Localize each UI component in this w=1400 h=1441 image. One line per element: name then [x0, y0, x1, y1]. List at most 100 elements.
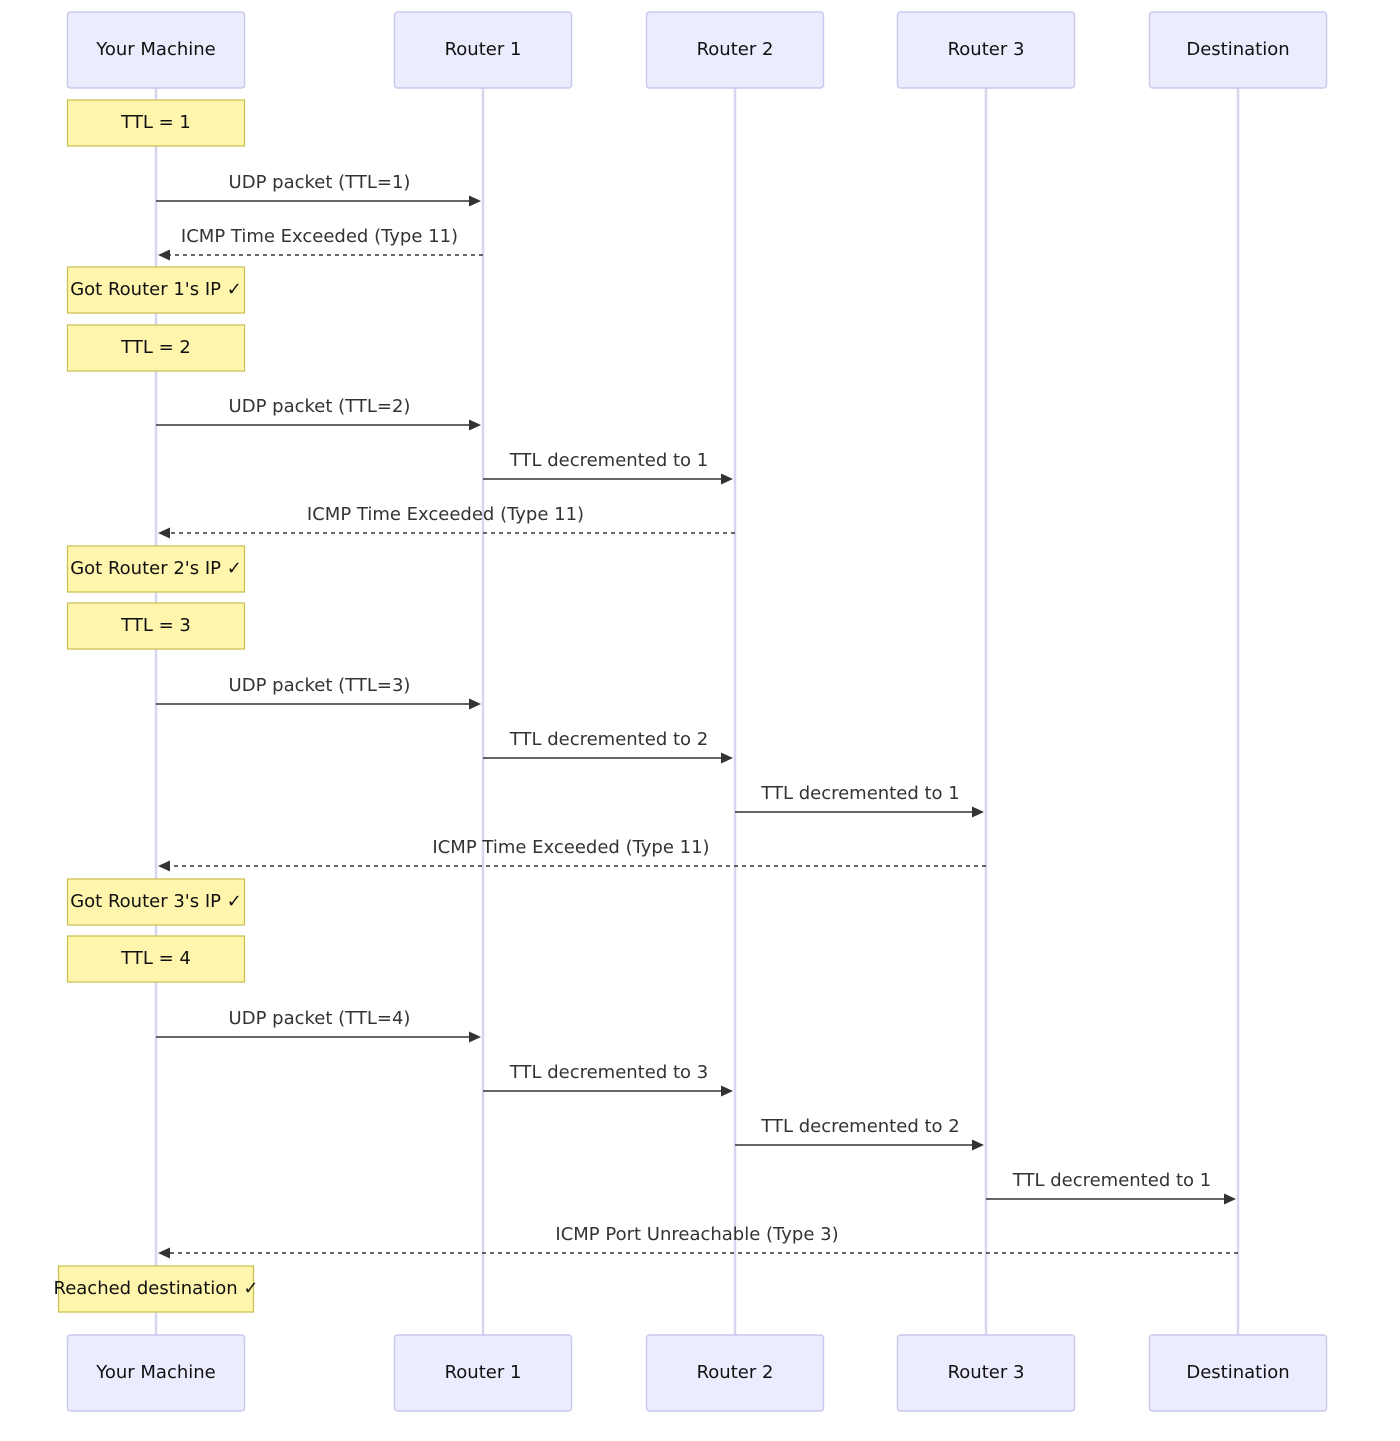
- actor-box: [66, 11, 246, 89]
- request-message: UDP packet (TTL=1): [156, 172, 481, 207]
- request-message: TTL decremented to 2: [735, 1116, 984, 1151]
- note: TTL = 1: [66, 99, 246, 147]
- actor-box: [896, 11, 1076, 89]
- actor-box: [393, 1334, 573, 1412]
- actor-r1-top: Router 1: [393, 11, 573, 89]
- actor-label: Destination: [1186, 39, 1289, 60]
- actor-row-bottom: Your Machine Router 1 Router 2 Router 3 Dest…: [66, 1334, 1328, 1412]
- message-label: UDP packet (TTL=3): [229, 675, 411, 696]
- note-box: [66, 935, 246, 983]
- note-label: Reached destination ✓: [54, 1278, 259, 1299]
- actor-label: Destination: [1186, 1362, 1289, 1383]
- message-label: ICMP Port Unreachable (Type 3): [555, 1224, 838, 1245]
- message-label: TTL decremented to 2: [760, 1116, 959, 1137]
- actor-label: Router 1: [445, 1362, 522, 1383]
- actor-label: Router 3: [948, 1362, 1025, 1383]
- message-label: TTL decremented to 1: [760, 783, 959, 804]
- actor-box: [393, 11, 573, 89]
- arrowhead: [158, 860, 170, 872]
- actor-box: [896, 1334, 1076, 1412]
- note-box: [66, 602, 246, 650]
- message-label: ICMP Time Exceeded (Type 11): [307, 504, 584, 525]
- message-label: UDP packet (TTL=2): [229, 396, 411, 417]
- actor-r2-top: Router 2: [645, 11, 825, 89]
- actor-box: [645, 1334, 825, 1412]
- note-box: [66, 324, 246, 372]
- actor-machine-bottom: Your Machine: [66, 1334, 246, 1412]
- arrowhead: [972, 806, 984, 818]
- message-label: TTL decremented to 1: [1012, 1170, 1211, 1191]
- reply-message: ICMP Time Exceeded (Type 11): [158, 504, 735, 539]
- actor-r3-top: Router 3: [896, 11, 1076, 89]
- request-message: TTL decremented to 1: [483, 450, 733, 485]
- message-label: TTL decremented to 1: [509, 450, 708, 471]
- note-label: TTL = 1: [120, 112, 191, 133]
- actor-dest-top: Destination: [1148, 11, 1328, 89]
- note-label: Got Router 2's IP ✓: [70, 558, 242, 579]
- request-message: UDP packet (TTL=3): [156, 675, 481, 710]
- message-label: TTL decremented to 3: [509, 1062, 708, 1083]
- request-message: TTL decremented to 1: [735, 783, 984, 818]
- actor-label: Router 2: [697, 1362, 774, 1383]
- actor-box: [1148, 1334, 1328, 1412]
- note-box: [66, 878, 246, 926]
- arrowhead: [721, 1085, 733, 1097]
- actor-r1-bottom: Router 1: [393, 1334, 573, 1412]
- reply-message: ICMP Time Exceeded (Type 11): [158, 837, 986, 872]
- note: Got Router 1's IP ✓: [66, 266, 246, 314]
- note-label: Got Router 3's IP ✓: [70, 891, 242, 912]
- note-box: [66, 266, 246, 314]
- actor-label: Router 1: [445, 39, 522, 60]
- request-message: TTL decremented to 2: [483, 729, 733, 764]
- actor-machine-top: Your Machine: [66, 11, 246, 89]
- note: TTL = 3: [66, 602, 246, 650]
- arrowhead: [469, 698, 481, 710]
- actor-label: Your Machine: [95, 1362, 216, 1383]
- request-message: TTL decremented to 3: [483, 1062, 733, 1097]
- note: TTL = 2: [66, 324, 246, 372]
- arrowhead: [721, 752, 733, 764]
- note: TTL = 4: [66, 935, 246, 983]
- arrowhead: [972, 1139, 984, 1151]
- arrowhead: [469, 419, 481, 431]
- arrowhead: [158, 1247, 170, 1259]
- actor-row-top: Your Machine Router 1 Router 2 Router 3 Dest…: [66, 11, 1328, 89]
- actor-r2-bottom: Router 2: [645, 1334, 825, 1412]
- note: Got Router 2's IP ✓: [66, 545, 246, 593]
- actor-dest-bottom: Destination: [1148, 1334, 1328, 1412]
- note-label: TTL = 4: [120, 948, 191, 969]
- actor-label: Router 3: [948, 39, 1025, 60]
- arrowhead: [158, 527, 170, 539]
- reply-message: ICMP Time Exceeded (Type 11): [158, 226, 483, 261]
- request-message: TTL decremented to 1: [986, 1170, 1236, 1205]
- lifelines: [154, 88, 1240, 1335]
- message-label: ICMP Time Exceeded (Type 11): [432, 837, 709, 858]
- message-label: UDP packet (TTL=4): [229, 1008, 411, 1029]
- message-label: UDP packet (TTL=1): [229, 172, 411, 193]
- note-box: [66, 99, 246, 147]
- sequence-steps: TTL = 1 UDP packet (TTL=1) ICMP Time Excee…: [54, 99, 1238, 1313]
- request-message: UDP packet (TTL=2): [156, 396, 481, 431]
- note-label: TTL = 3: [120, 615, 191, 636]
- actor-label: Your Machine: [95, 39, 216, 60]
- note: Reached destination ✓: [54, 1265, 259, 1313]
- message-label: ICMP Time Exceeded (Type 11): [181, 226, 458, 247]
- note-label: Got Router 1's IP ✓: [70, 279, 242, 300]
- note-box: [57, 1265, 255, 1313]
- note-box: [66, 545, 246, 593]
- arrowhead: [1224, 1193, 1236, 1205]
- message-label: TTL decremented to 2: [509, 729, 708, 750]
- reply-message: ICMP Port Unreachable (Type 3): [158, 1224, 1238, 1259]
- arrowhead: [158, 249, 170, 261]
- note-label: TTL = 2: [120, 337, 191, 358]
- actor-box: [645, 11, 825, 89]
- actor-box: [66, 1334, 246, 1412]
- arrowhead: [469, 195, 481, 207]
- actor-r3-bottom: Router 3: [896, 1334, 1076, 1412]
- request-message: UDP packet (TTL=4): [156, 1008, 481, 1043]
- arrowhead: [469, 1031, 481, 1043]
- note: Got Router 3's IP ✓: [66, 878, 246, 926]
- actor-box: [1148, 11, 1328, 89]
- arrowhead: [721, 473, 733, 485]
